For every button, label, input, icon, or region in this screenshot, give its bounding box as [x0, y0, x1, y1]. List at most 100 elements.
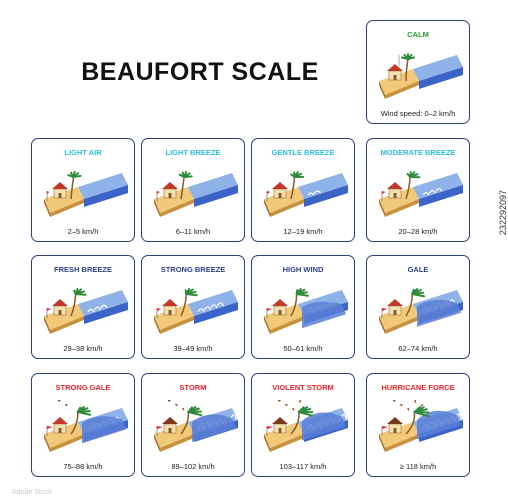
flying-debris [168, 400, 171, 402]
wave-crest [216, 302, 225, 307]
page-title: BEAUFORT SCALE [81, 58, 319, 86]
palm-leaf [74, 293, 87, 296]
palm-leaf [187, 411, 203, 417]
house-roof [52, 182, 68, 189]
house-roof [387, 182, 403, 189]
palm-leaf [185, 293, 198, 297]
flag [267, 426, 273, 429]
water-front [419, 67, 463, 89]
wind-speed: 75–88 km/h [63, 462, 103, 471]
house-door [393, 193, 397, 198]
house-roof [162, 299, 178, 306]
palm-trunk [405, 411, 416, 435]
wind-speed: 2–5 km/h [67, 227, 99, 236]
big-wave [82, 416, 126, 444]
house-door [393, 310, 397, 315]
house-roof [272, 299, 288, 306]
flag [382, 308, 388, 311]
scene-group [379, 171, 463, 217]
scene-illustration [379, 288, 463, 334]
scene-group [379, 399, 463, 452]
scene-group [264, 171, 348, 217]
scene-illustration [44, 171, 128, 217]
scale-name: LIGHT AIR [64, 148, 102, 157]
flag [47, 426, 53, 429]
scene-illustration [264, 288, 348, 334]
sand-side [264, 316, 270, 334]
palm-trunk [290, 293, 298, 317]
flying-debris [64, 403, 68, 407]
flag [157, 308, 162, 311]
flag [47, 191, 50, 194]
wind-speed: 50–61 km/h [283, 344, 323, 353]
wind-speed: 29–38 km/h [63, 344, 103, 353]
palm-leaf [297, 411, 314, 417]
sand-front [385, 199, 419, 217]
flag [382, 191, 386, 194]
scene-illustration [44, 400, 128, 452]
scene-illustration [379, 399, 463, 452]
scene-group [154, 171, 238, 217]
footer-credit: Adobe Stock [12, 489, 52, 496]
sand-front [50, 434, 84, 452]
wind-speed: 20–28 km/h [398, 227, 438, 236]
house-roof [162, 182, 178, 189]
scale-name: HIGH WIND [282, 265, 324, 274]
scale-name: FRESH BREEZE [54, 265, 112, 274]
flying-debris [407, 407, 410, 411]
flying-debris [414, 399, 417, 403]
sand-front [270, 199, 304, 217]
wind-speed: 39–49 km/h [173, 344, 213, 353]
flying-debris [58, 400, 61, 402]
sand-front [160, 316, 194, 334]
house-roof [52, 417, 68, 424]
big-wave [417, 410, 461, 440]
palm-trunk [405, 58, 409, 82]
scale-name: STRONG BREEZE [160, 265, 226, 274]
wind-speed: ≥ 118 km/h [399, 462, 437, 471]
house-door [393, 428, 397, 433]
sand-side [154, 434, 160, 452]
house-door [58, 310, 62, 315]
wave-crest [307, 192, 315, 196]
flag [47, 308, 51, 311]
sand-front [160, 434, 194, 452]
house-roof [387, 299, 403, 306]
palm-trunk [70, 293, 77, 317]
sand-side [44, 316, 50, 334]
house-door [168, 193, 172, 198]
house-door [168, 428, 172, 433]
water-front [194, 185, 238, 207]
flying-debris [299, 399, 302, 403]
scale-name: HURRICANE FORCE [381, 383, 455, 392]
sand-side [154, 316, 160, 334]
big-wave [417, 299, 461, 327]
house-roof [272, 417, 288, 424]
sand-top [44, 187, 84, 213]
sand-side [379, 434, 385, 452]
scene-group [154, 400, 238, 452]
sand-side [154, 199, 160, 217]
scene-group [44, 400, 128, 452]
sand-front [160, 199, 194, 217]
flying-debris [278, 400, 281, 402]
scene-group [154, 288, 238, 334]
palm-trunk [290, 176, 296, 200]
wave-crest [428, 190, 437, 194]
palm-leaf [72, 174, 82, 178]
sand-top [44, 304, 84, 330]
palm-leaf [413, 411, 430, 418]
flying-debris [174, 403, 178, 407]
palm-leaf [76, 411, 92, 416]
scale-name: CALM [407, 30, 429, 39]
flying-debris [420, 403, 424, 407]
scene-illustration [379, 171, 463, 217]
water-front [84, 302, 128, 324]
flying-debris [292, 407, 295, 411]
house-roof [162, 417, 178, 424]
water-top [413, 55, 463, 81]
